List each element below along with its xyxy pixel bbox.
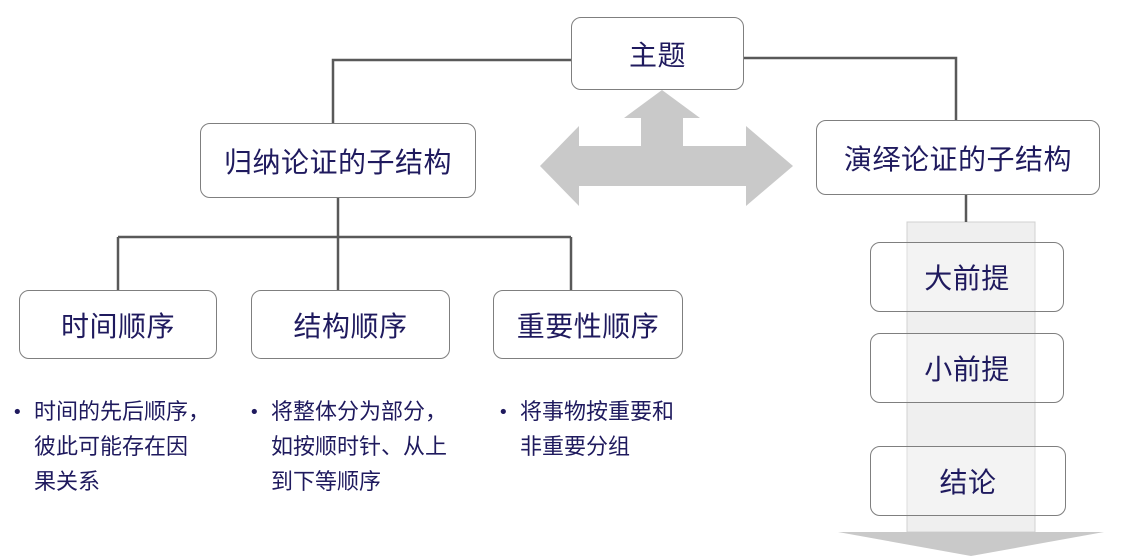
bullet-icon: •	[12, 402, 23, 423]
time-order-note: • 时间的先后顺序， 彼此可能存在因 果关系	[12, 395, 234, 500]
time-order-node: 时间顺序	[19, 290, 217, 359]
note-line: 将事物按重要和	[520, 400, 675, 425]
deductive-flow-band	[906, 221, 1036, 533]
note-line: 到下等顺序	[271, 470, 382, 495]
major-premise-node: 大前提	[870, 242, 1064, 312]
bullet-icon: •	[498, 402, 509, 423]
bullet-icon: •	[249, 402, 260, 423]
note-line: 非重要分组	[520, 435, 631, 460]
note-line: 时间的先后顺序，	[34, 400, 211, 425]
down-arrow-icon	[838, 532, 1104, 556]
importance-order-note: • 将事物按重要和 非重要分组	[498, 395, 710, 465]
structure-order-note: • 将整体分为部分， 如按顺时针、从上 到下等顺序	[249, 395, 481, 500]
three-way-arrow-icon	[540, 90, 793, 206]
connector-root-deductive	[744, 56, 958, 120]
note-line: 将整体分为部分，	[271, 400, 448, 425]
note-line: 果关系	[34, 470, 101, 495]
importance-order-node: 重要性顺序	[493, 290, 683, 359]
deductive-substructure-node: 演绎论证的子结构	[816, 120, 1100, 195]
note-line: 彼此可能存在因	[34, 435, 189, 460]
root-topic-node: 主题	[571, 17, 744, 90]
structure-order-node: 结构顺序	[251, 290, 450, 359]
inductive-substructure-node: 归纳论证的子结构	[200, 123, 476, 198]
note-line: 如按顺时针、从上	[271, 435, 448, 460]
conclusion-node: 结论	[870, 446, 1066, 516]
connector-root-inductive	[331, 58, 571, 123]
minor-premise-node: 小前提	[870, 333, 1064, 403]
